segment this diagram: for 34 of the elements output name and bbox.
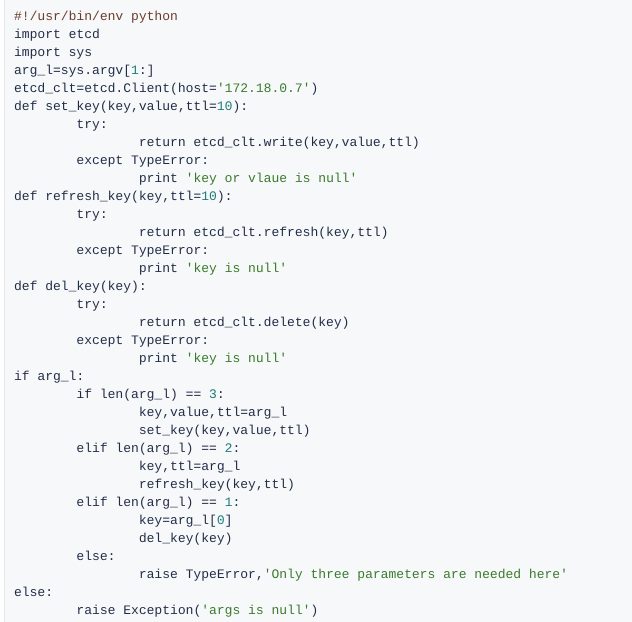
code-line: import sys xyxy=(14,45,92,60)
code-line: return etcd_clt.write(key,value,ttl) xyxy=(138,135,420,150)
code-line: except TypeError: xyxy=(76,243,210,258)
code-line: if len(arg_l) == 3: xyxy=(76,387,225,402)
code-line: return etcd_clt.refresh(key,ttl) xyxy=(138,225,388,240)
code-line: else: xyxy=(76,549,116,564)
code-line: def del_key(key): xyxy=(14,279,147,294)
code-line: def set_key(key,value,ttl=10): xyxy=(14,99,248,114)
code-line: #!/usr/bin/env python xyxy=(14,9,178,24)
code-line: print 'key is null' xyxy=(138,261,288,276)
code-line: def refresh_key(key,ttl=10): xyxy=(14,189,232,204)
code-line: key,value,ttl=arg_l xyxy=(138,405,288,420)
code-line: return etcd_clt.delete(key) xyxy=(138,315,350,330)
code-line: print 'key or vlaue is null' xyxy=(138,171,358,186)
code-line: import etcd xyxy=(14,27,100,42)
code-line: key=arg_l[0] xyxy=(138,513,232,528)
code-line: except TypeError: xyxy=(76,153,210,168)
code-line: try: xyxy=(76,207,108,222)
code-line: try: xyxy=(76,297,108,312)
code-line: refresh_key(key,ttl) xyxy=(138,477,295,492)
code-line: raise Exception('args is null') xyxy=(76,603,318,618)
code-line: arg_l=sys.argv[1:] xyxy=(14,63,154,78)
code-line: etcd_clt=etcd.Client(host='172.18.0.7') xyxy=(14,81,318,96)
code-line: print 'key is null' xyxy=(138,351,288,366)
code-line: else: xyxy=(14,585,54,600)
code-line: if arg_l: xyxy=(14,369,84,384)
code-line: del_key(key) xyxy=(138,531,232,546)
code-line: try: xyxy=(76,117,108,132)
code-line: elif len(arg_l) == 1: xyxy=(76,495,240,510)
code-line: except TypeError: xyxy=(76,333,210,348)
code-line: key,ttl=arg_l xyxy=(138,459,240,474)
code-line: set_key(key,value,ttl) xyxy=(138,423,310,438)
code-line: raise TypeError,'Only three parameters are needed here' xyxy=(138,567,568,582)
code-line: elif len(arg_l) == 2: xyxy=(76,441,240,456)
